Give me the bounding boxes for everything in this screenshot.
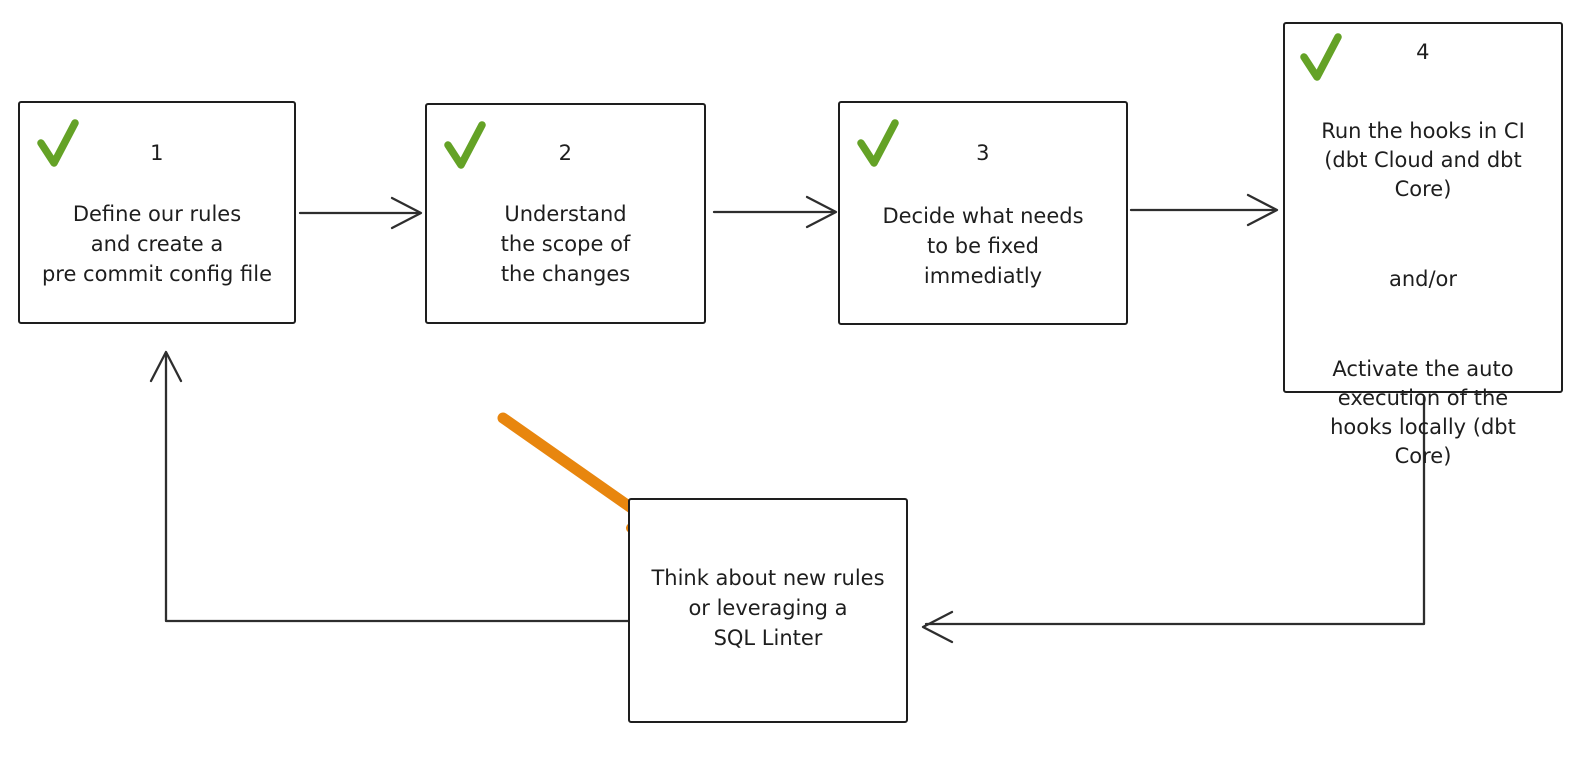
- step-number: 4: [1416, 40, 1430, 64]
- arrow-loop-box-to-step1: [149, 350, 630, 623]
- step-label: Decide what needs to be fixed immediatly: [882, 204, 1084, 288]
- arrow-step1-to-step2: [298, 196, 423, 230]
- step-label: Run the hooks in CI (dbt Cloud and dbt C…: [1289, 88, 1557, 500]
- checkmark-icon: [1300, 33, 1342, 81]
- step-number: 1: [150, 141, 164, 165]
- step-box-1: 1 Define our rules and create a pre comm…: [18, 101, 296, 324]
- checkmark-icon: [444, 121, 486, 169]
- step4-option-local: Activate the auto execution of the hooks…: [1330, 357, 1516, 468]
- arrow-step3-to-step4: [1129, 193, 1279, 227]
- step-number: 2: [558, 141, 573, 165]
- step-box-4: 4 Run the hooks in CI (dbt Cloud and dbt…: [1283, 22, 1563, 468]
- step-label: Understand the scope of the changes: [500, 202, 631, 286]
- step4-option-ci: Run the hooks in CI (dbt Cloud and dbt C…: [1321, 119, 1525, 201]
- checkmark-icon: [857, 119, 899, 167]
- step-box-3: 3 Decide what needs to be fixed immediat…: [838, 101, 1128, 325]
- step-label: Define our rules and create a pre commit…: [41, 202, 273, 286]
- step-number: 3: [976, 141, 990, 165]
- step-box-2: 2 Understand the scope of the changes: [425, 103, 706, 324]
- arrow-step2-to-step3: [712, 195, 838, 229]
- loop-box-label: Think about new rules or leveraging a SQ…: [651, 566, 885, 650]
- checkmark-icon: [37, 119, 79, 167]
- loop-box: Think about new rules or leveraging a SQ…: [628, 498, 908, 723]
- step4-connector: and/or: [1388, 267, 1458, 291]
